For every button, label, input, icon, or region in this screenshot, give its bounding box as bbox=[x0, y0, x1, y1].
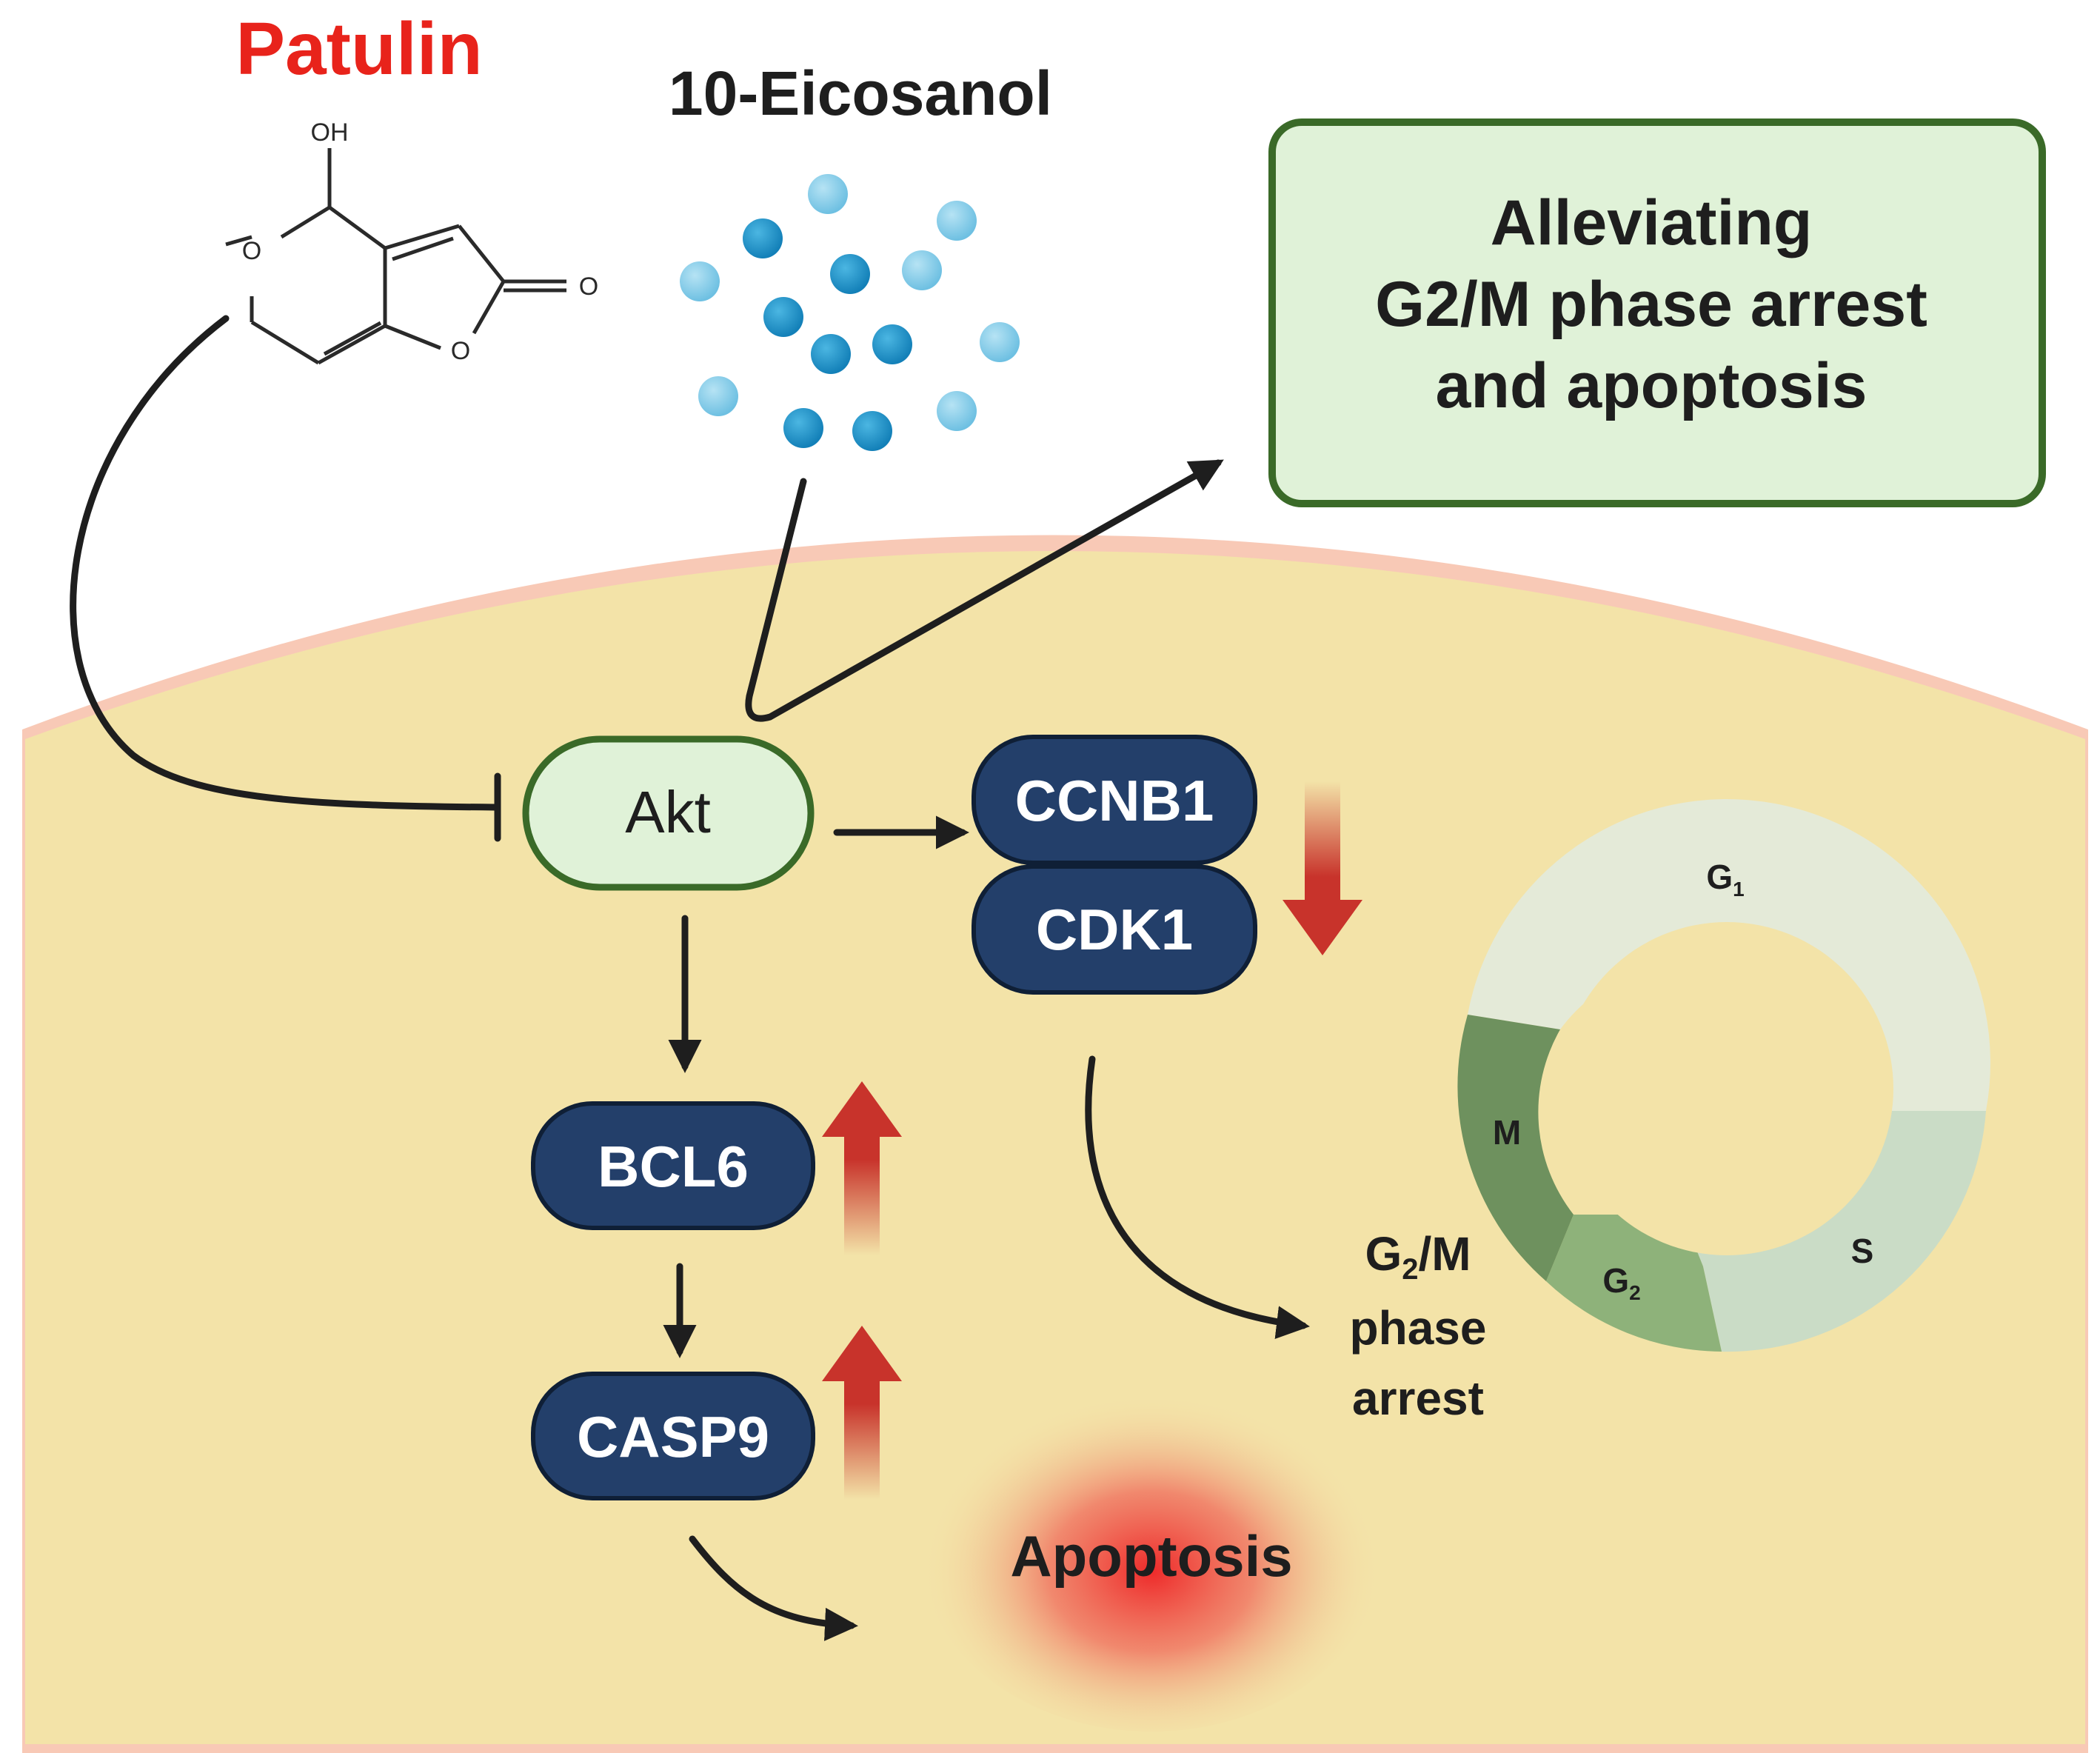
phase-m-label: M bbox=[1493, 1113, 1521, 1152]
svg-text:phase: phase bbox=[1350, 1301, 1487, 1355]
patulin-structure bbox=[225, 148, 566, 365]
svg-text:O: O bbox=[242, 237, 261, 265]
svg-text:OH: OH bbox=[311, 118, 349, 147]
akt-node: Akt bbox=[522, 735, 815, 891]
casp9-node: CASP9 bbox=[531, 1372, 815, 1500]
svg-text:CASP9: CASP9 bbox=[577, 1404, 769, 1469]
patulin-title: Patulin bbox=[235, 7, 482, 90]
ring-center bbox=[1560, 922, 1893, 1255]
svg-text:O: O bbox=[579, 273, 598, 301]
svg-text:BCL6: BCL6 bbox=[598, 1134, 749, 1199]
svg-text:CCNB1: CCNB1 bbox=[1015, 768, 1214, 833]
svg-text:G2/M phase arrest: G2/M phase arrest bbox=[1375, 269, 1927, 340]
phase-s-label: S bbox=[1851, 1232, 1874, 1270]
svg-text:Akt: Akt bbox=[625, 779, 711, 845]
svg-text:arrest: arrest bbox=[1352, 1372, 1484, 1425]
downregulation-arrow bbox=[1283, 781, 1362, 955]
phase-g2-segment bbox=[1546, 1215, 1722, 1352]
phase-m-segment bbox=[1457, 1015, 1574, 1281]
patulin-inhibition-line bbox=[70, 315, 498, 811]
cdk1-node: CDK1 bbox=[972, 864, 1257, 995]
cdk1-to-arrest-arrow bbox=[1085, 1055, 1310, 1340]
svg-text:Alleviating: Alleviating bbox=[1491, 187, 1813, 258]
bcl6-upregulation-arrow bbox=[822, 1081, 902, 1255]
eicosanol-title: 10-Eicosanol bbox=[669, 59, 1052, 128]
svg-text:G2/M: G2/M bbox=[1365, 1227, 1471, 1286]
connectors bbox=[70, 315, 1310, 1641]
outcome-box: Alleviating G2/M phase arrest and apopto… bbox=[1268, 118, 2046, 507]
svg-text:CDK1: CDK1 bbox=[1036, 897, 1193, 962]
phase-g1-label: G1 bbox=[1706, 858, 1744, 901]
phase-g2-label: G2 bbox=[1602, 1261, 1640, 1304]
casp9-to-apoptosis-arrow bbox=[689, 1535, 858, 1641]
bcl6-node: BCL6 bbox=[531, 1101, 815, 1230]
eicosanol-line bbox=[745, 459, 1224, 722]
arrest-label: G2/M phase arrest bbox=[1350, 1227, 1487, 1425]
svg-text:and apoptosis: and apoptosis bbox=[1436, 350, 1867, 421]
patulin-atom-labels: OH O O O bbox=[242, 118, 598, 365]
svg-text:O: O bbox=[451, 337, 470, 365]
casp9-upregulation-arrow bbox=[822, 1326, 902, 1500]
eicosanol-particles bbox=[680, 174, 1020, 451]
apoptosis-region: Apoptosis bbox=[922, 1376, 1381, 1732]
svg-text:Apoptosis: Apoptosis bbox=[1010, 1523, 1292, 1589]
ccnb1-node: CCNB1 bbox=[972, 735, 1257, 865]
cell-cycle-ring: G1 S G2 M bbox=[1457, 799, 1990, 1352]
phase-s-segment bbox=[1687, 1111, 1986, 1352]
